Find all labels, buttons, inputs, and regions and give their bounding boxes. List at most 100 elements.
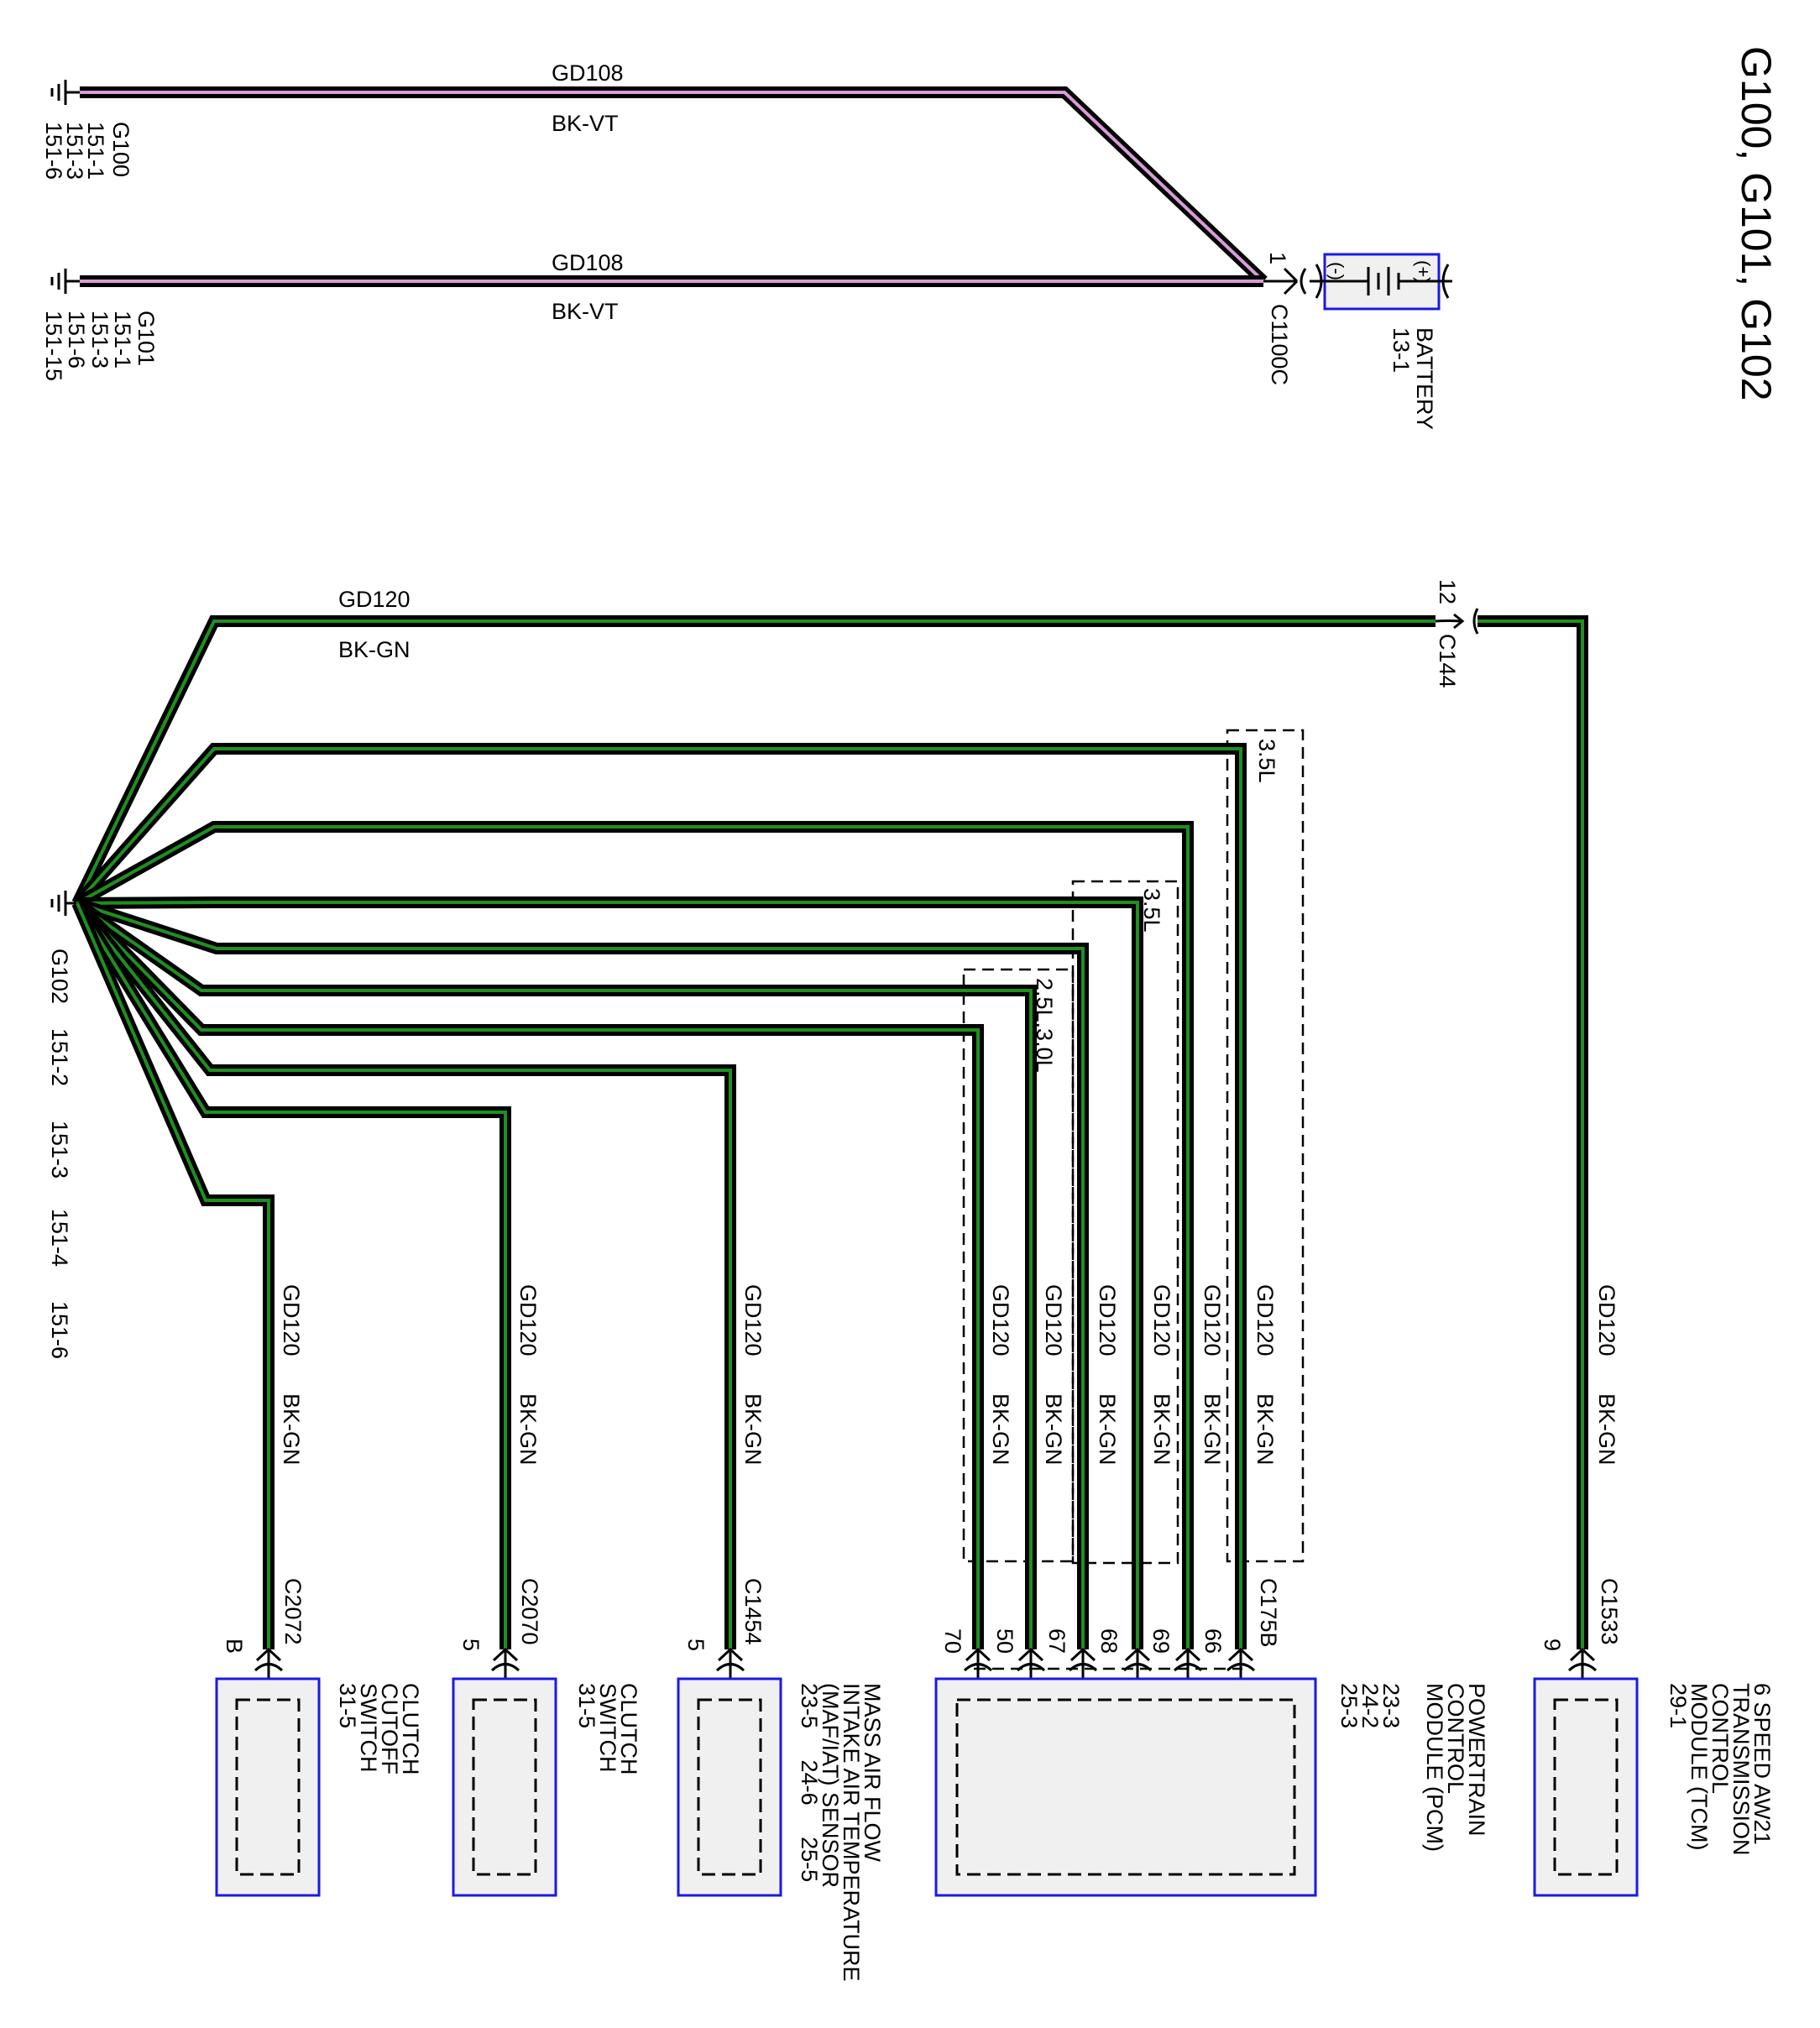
- circuit-label: GD120: [740, 1284, 766, 1356]
- option-box-3-5l-outer: [1226, 729, 1305, 1563]
- harness-wires: [71, 615, 1598, 1679]
- color-label: BK-GN: [1200, 1393, 1225, 1466]
- component-ref: 31-5: [335, 1683, 360, 1728]
- ground-ref: 151-3: [87, 311, 112, 368]
- wire-pcm-67: [75, 897, 1089, 1649]
- component-name: SWITCH: [356, 1683, 381, 1772]
- connector-pin-icon: [1122, 1647, 1153, 1679]
- component-ref: 31-5: [574, 1683, 599, 1728]
- component-name: CLUTCH: [616, 1683, 641, 1775]
- component-clutch-switch: C2070 5 CLUTCH SWITCH 31-5: [452, 1578, 641, 1897]
- component-name: CLUTCH: [398, 1683, 423, 1775]
- circuit-label: GD108: [552, 60, 624, 86]
- color-label: BK-GN: [338, 637, 411, 662]
- ground-ref: 151-15: [41, 311, 66, 381]
- connector-pin-icon: [1068, 1647, 1098, 1679]
- color-label: BK-GN: [1594, 1393, 1619, 1466]
- ground-ref: 151-3: [62, 122, 87, 180]
- connector-name: C2072: [280, 1578, 306, 1645]
- circuit-label: GD108: [552, 250, 624, 275]
- ground-g100: G100 151-1 151-3 151-6: [41, 80, 133, 180]
- component-name: INTAKE AIR TEMPERATURE: [839, 1683, 864, 1982]
- connector-pin-icon: [1435, 608, 1479, 635]
- component-name: MODULE (TCM): [1687, 1683, 1712, 1850]
- circuit-label: GD120: [1253, 1284, 1278, 1356]
- option-box-3-5l-inner: [1071, 880, 1179, 1565]
- connector-pin: 9: [1540, 1639, 1565, 1651]
- color-label: BK-GN: [279, 1393, 304, 1466]
- connector-pin-icon: [1567, 1647, 1598, 1679]
- wire-maf-iat: [72, 899, 736, 1649]
- circuit-label: GD120: [1200, 1284, 1225, 1356]
- connector-pin-icon: [963, 1647, 993, 1679]
- color-label: BK-GN: [1095, 1393, 1120, 1466]
- color-label: BK-GN: [740, 1393, 766, 1466]
- color-label: BK-VT: [552, 111, 619, 136]
- color-label: BK-GN: [1041, 1393, 1066, 1466]
- connector-name: C175B: [1256, 1578, 1281, 1648]
- pcm-pin: 66: [1200, 1628, 1226, 1654]
- ground-g101: G101 151-1 151-3 151-6 151-15: [41, 269, 159, 381]
- pcm-pin: 69: [1148, 1628, 1174, 1654]
- component-name: CONTROL: [1443, 1683, 1468, 1794]
- connector-pin-icon: [1226, 1647, 1256, 1679]
- component-name: 6 SPEED AW21: [1749, 1683, 1775, 1845]
- component-pcm: C175B POWERTRAIN CONTROL MODULE (PCM) 23…: [934, 1578, 1489, 1897]
- connector-name: C1454: [740, 1578, 766, 1645]
- connector-pin-icon: [1016, 1647, 1046, 1679]
- option-label: 3.5L: [1254, 739, 1279, 783]
- connector-pin-icon: [490, 1647, 520, 1679]
- battery: (-) (+) BATTERY 13-1: [1310, 253, 1452, 430]
- ground-icon: [50, 269, 80, 294]
- component-maf-iat-sensor: C1454 5 MASS AIR FLOW INTAKE AIR TEMPERA…: [677, 1578, 885, 1982]
- circuit-label: GD120: [515, 1284, 541, 1356]
- component-name: CONTROL: [1708, 1683, 1733, 1794]
- ground-name: G102: [47, 949, 72, 1004]
- circuit-label: GD120: [988, 1284, 1013, 1356]
- connector-pin: 5: [458, 1639, 484, 1651]
- ground-ref: 151-1: [110, 311, 135, 368]
- connector-name: C1533: [1597, 1578, 1622, 1645]
- ground-ref: 151-6: [64, 311, 89, 368]
- battery-terminal-icon: [1315, 264, 1450, 299]
- connector-pin-icon: [715, 1647, 745, 1679]
- connector-pin: 12: [1435, 579, 1460, 604]
- color-label: BK-VT: [552, 299, 619, 324]
- component-name: MODULE (PCM): [1422, 1683, 1447, 1852]
- component-name: POWERTRAIN: [1464, 1683, 1489, 1837]
- connector-pin-icon: [1173, 1647, 1203, 1679]
- battery-ref: 13-1: [1389, 327, 1414, 373]
- color-label: BK-GN: [1253, 1393, 1278, 1466]
- circuit-label: GD120: [1041, 1284, 1066, 1356]
- ground-ref: 151-6: [41, 122, 66, 180]
- ground-name: G101: [133, 311, 159, 366]
- connector-pin: B: [222, 1639, 247, 1654]
- circuit-label: GD120: [338, 587, 411, 612]
- wire-gd108-top: GD108 BK-VT: [80, 60, 1268, 286]
- component-name: (MAF/IAT) SENSOR: [818, 1683, 843, 1888]
- circuit-label: GD120: [1095, 1284, 1120, 1356]
- circuit-label: GD120: [1594, 1284, 1619, 1356]
- wire-to-c144-tcm: [1477, 615, 1588, 1649]
- pcm-pin: 50: [992, 1628, 1017, 1654]
- component-ref: 24-2: [1357, 1683, 1383, 1728]
- pcm-pin: 70: [940, 1628, 965, 1654]
- wire-pcm-68: [76, 896, 1143, 1649]
- component-ref: 29-1: [1666, 1683, 1691, 1728]
- diagram-title: G100, G101, G102: [1733, 46, 1780, 401]
- pcm-pin: 68: [1096, 1628, 1122, 1654]
- circuit-label: GD120: [1149, 1284, 1174, 1356]
- ground-ref: 151-2: [47, 1028, 72, 1086]
- component-name: TRANSMISSION: [1728, 1683, 1754, 1856]
- connector-pin: 1: [1265, 252, 1290, 264]
- ground-ref: 151-3: [47, 1121, 72, 1179]
- wire-gd108-bottom: GD108 BK-VT: [80, 250, 1263, 324]
- connector-c144: 12 C144: [1435, 579, 1479, 688]
- connector-c1100c: 1 C1100C: [1263, 252, 1307, 385]
- color-label: BK-GN: [515, 1393, 541, 1466]
- ground-g102: G102 151-2 151-3 151-4 151-6: [47, 891, 77, 1359]
- battery-plus: (+): [1413, 260, 1434, 284]
- wire-pcm-50: [73, 898, 1037, 1649]
